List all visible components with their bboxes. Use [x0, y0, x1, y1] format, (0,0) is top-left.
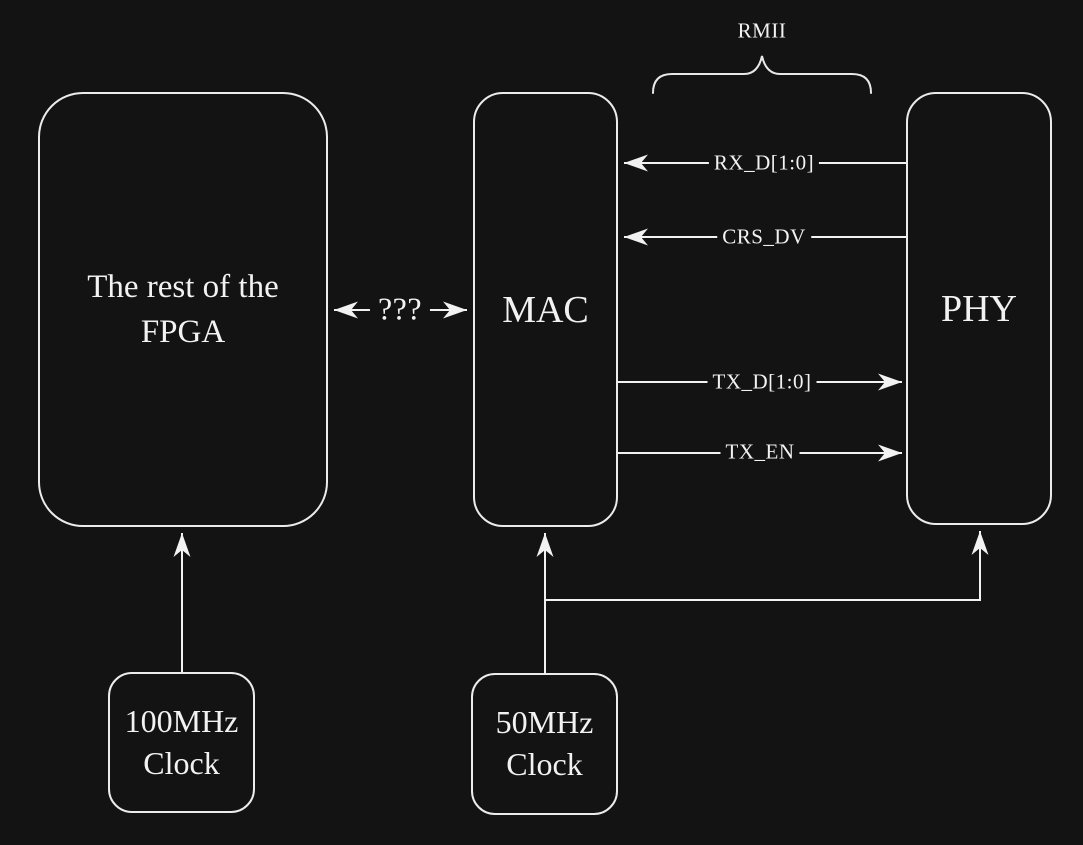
signal-label-rx-d: RX_D[1:0]: [708, 150, 820, 176]
block-phy-label: PHY: [940, 287, 1018, 330]
block-clock-50mhz: 50MHz Clock: [471, 673, 618, 815]
signal-label-tx-en: TX_EN: [720, 439, 800, 465]
rmii-brace: [652, 55, 872, 94]
wire-clock50-phy: [545, 531, 989, 601]
block-mac: MAC: [473, 92, 618, 527]
block-fpga-label: The rest of the FPGA: [87, 268, 279, 350]
block-fpga: The rest of the FPGA: [38, 92, 328, 527]
rmii-group-label: RMII: [732, 18, 792, 44]
block-clock-100mhz-label: 100MHz Clock: [124, 702, 239, 781]
signal-label-tx-d: TX_D[1:0]: [707, 369, 817, 395]
block-phy: PHY: [906, 92, 1052, 525]
block-clock-100mhz: 100MHz Clock: [108, 672, 255, 813]
unknown-link-label: ???: [369, 290, 431, 328]
block-mac-label: MAC: [502, 288, 589, 331]
signal-label-crs-dv: CRS_DV: [717, 224, 811, 250]
block-clock-50mhz-label: 50MHz Clock: [495, 704, 594, 782]
